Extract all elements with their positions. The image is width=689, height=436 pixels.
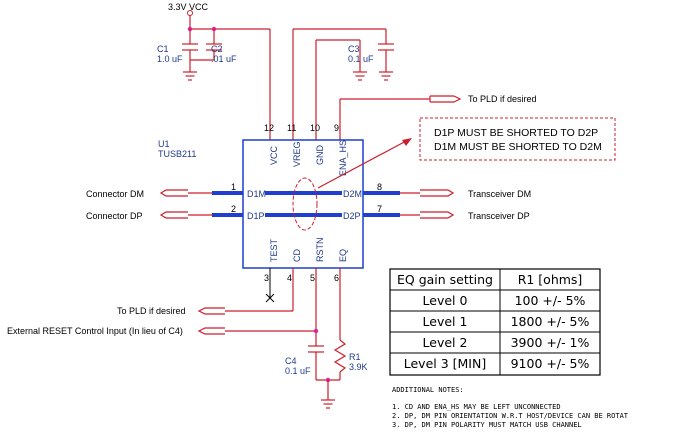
chip-part: TUSB211: [158, 149, 196, 159]
pin-num: 6: [334, 273, 339, 283]
pld-top-connector-icon: [429, 95, 462, 103]
conn-dp-port-icon: [159, 211, 188, 219]
pin-num: 4: [287, 273, 292, 283]
eq-gain-table: [389, 268, 601, 376]
table-cell: Level 0: [423, 293, 468, 308]
c3-ref: C3: [348, 44, 360, 54]
c2-ref: C2: [211, 44, 223, 54]
ground-icon: [353, 71, 367, 81]
table-cell: Level 2: [423, 335, 468, 350]
ground-icon: [183, 71, 197, 81]
note-item: 2. DP, DM PIN ORIENTATION W.R.T HOST/DEV…: [392, 412, 629, 420]
c1-value: 1.0 uF: [157, 54, 183, 64]
note-item: 1. CD AND ENA_HS MAY BE LEFT UNCONNECTED: [392, 403, 561, 411]
short-note-line2: D1M MUST BE SHORTED TO D2M: [434, 141, 602, 153]
junction-dot: [313, 328, 319, 334]
table-cell: 1800 +/- 5%: [511, 314, 590, 329]
connector-dp-label: Connector DP: [86, 211, 143, 221]
pin-name-vreg: VREG: [292, 141, 302, 167]
c2-value: .01 uF: [211, 54, 237, 64]
pin-name-gnd: GND: [315, 145, 325, 166]
pin-name-vcc: VCC: [269, 145, 279, 165]
c1-ref: C1: [157, 44, 169, 54]
connector-dm-label: Connector DM: [86, 189, 144, 199]
transceiver-dp-label: Transceiver DP: [468, 211, 530, 221]
short-note-line1: D1P MUST BE SHORTED TO D2P: [434, 127, 598, 139]
pin-num: 12: [264, 123, 274, 133]
c3-value: 0.1 uF: [348, 54, 374, 64]
c4-ref: C4: [285, 356, 297, 366]
pin-num: 1: [231, 182, 236, 192]
xcvr-dp-port-icon: [420, 211, 455, 219]
capacitor-c2: [190, 29, 222, 61]
callout-arrow: [317, 139, 409, 189]
vcc-label: 3.3V VCC: [168, 2, 209, 12]
tusb211-chip: [242, 139, 364, 269]
reset-input-connector-icon: [197, 327, 225, 335]
pin-name-d1m: D1M: [247, 189, 266, 199]
short-note-box: [419, 117, 616, 161]
table-header: EQ gain setting: [397, 272, 493, 287]
pin-name-ena-hs: ENA_HS: [338, 140, 348, 176]
pin-name-cd: CD: [292, 249, 302, 262]
pin-num: 10: [310, 123, 320, 133]
capacitor-c3: [378, 29, 394, 81]
short-highlight-ellipse: [292, 177, 318, 231]
table-cell: 9100 +/- 5%: [511, 356, 590, 371]
table-cell: Level 3 [MIN]: [404, 356, 486, 371]
pin-num: 7: [377, 204, 382, 214]
pin-name-d1p: D1P: [247, 211, 265, 221]
pin-name-d2m: D2M: [343, 189, 362, 199]
pin-name-d2p: D2P: [343, 211, 361, 221]
pin-num: 11: [287, 123, 296, 133]
capacitor-c4: [308, 345, 324, 380]
notes-title: ADDITIONAL NOTES:: [392, 386, 464, 394]
pin-num: 2: [231, 204, 236, 214]
note-item: 3. DP, DM PIN POLARITY MUST MATCH USB CH…: [392, 421, 582, 429]
pin-num: 8: [377, 182, 382, 192]
ground-icon: [379, 71, 393, 81]
table-cell: 3900 +/- 1%: [511, 335, 590, 350]
pin-name-rstn: RSTN: [315, 238, 325, 263]
pld-bottom-connector-icon: [197, 307, 225, 315]
pld-bottom-label: To PLD if desired: [117, 306, 186, 316]
capacitor-c1: [182, 29, 198, 81]
r1-value: 3.9K: [349, 362, 368, 372]
c4-value: 0.1 uF: [285, 366, 311, 376]
pin-num: 3: [264, 273, 269, 283]
ground-icon: [321, 399, 335, 409]
reset-input-label: External RESET Control Input (In lieu of…: [7, 326, 183, 336]
pld-top-label: To PLD if desired: [468, 94, 537, 104]
resistor-r1: [333, 339, 347, 373]
transceiver-dm-label: Transceiver DM: [468, 189, 531, 199]
pin-num: 5: [310, 273, 315, 283]
pin-num: 9: [334, 123, 339, 133]
conn-dm-port-icon: [159, 189, 188, 197]
r1-ref: R1: [349, 352, 361, 362]
table-header: R1 [ohms]: [518, 272, 583, 287]
pin-name-eq: EQ: [338, 249, 348, 262]
xcvr-dm-port-icon: [420, 189, 455, 197]
arrowhead-icon: [402, 138, 412, 146]
chip-ref: U1: [158, 139, 170, 149]
pin-name-test: TEST: [269, 238, 279, 262]
table-cell: Level 1: [423, 314, 468, 329]
table-cell: 100 +/- 5%: [515, 293, 586, 308]
